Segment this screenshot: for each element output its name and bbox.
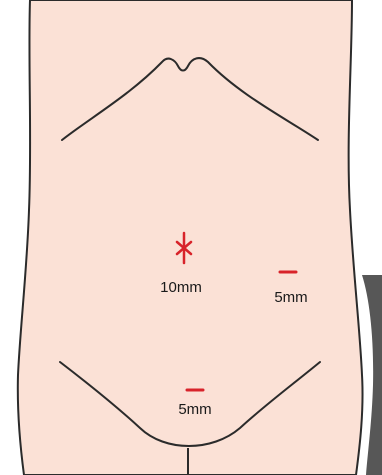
- umbilical-incision-label: 10mm: [160, 279, 202, 296]
- suprapubic-incision-label: 5mm: [178, 401, 211, 418]
- right-edge-shadow: [362, 275, 382, 475]
- left-lower-incision-label: 5mm: [274, 289, 307, 306]
